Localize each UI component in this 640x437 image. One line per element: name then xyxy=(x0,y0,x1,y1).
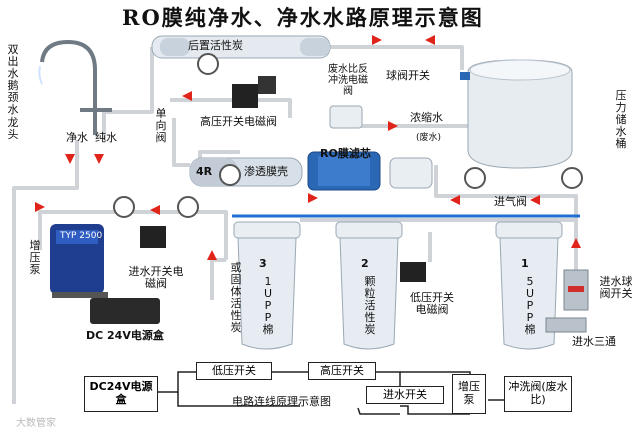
pipe-post-carbon-to-faucet xyxy=(102,47,154,140)
pipe-hp-valve xyxy=(170,98,292,118)
circuit-high-pressure-switch: 高压开关 xyxy=(308,362,376,380)
flow-arrow-icon xyxy=(150,205,160,215)
pressure-tank xyxy=(460,59,573,169)
booster-pump xyxy=(50,224,108,298)
hp-switch-valve xyxy=(232,76,276,108)
waste-note-label: (废水) xyxy=(416,133,442,143)
pipe-membrane-right xyxy=(434,165,578,270)
flow-arrow-icon xyxy=(372,35,382,45)
gauge-icon xyxy=(464,167,486,189)
pump-brand-label: TYP 2500 xyxy=(60,231,103,241)
filter1-media-label: 5UPP棉 xyxy=(524,275,536,337)
filter-housing-1 xyxy=(495,221,563,350)
flow-arrow-icon xyxy=(94,154,104,164)
filter3-side-label: 或固体活性炭 xyxy=(230,261,242,335)
membrane-shell-label: 渗透膜壳 xyxy=(244,165,288,178)
hp-switch-valve-label: 高压开关电磁阀 xyxy=(200,115,277,128)
flow-arrow-icon xyxy=(207,250,217,260)
page-title: RO膜纯净水、净水水路原理示意图 xyxy=(122,5,484,30)
booster-pump-label: 增压泵 xyxy=(29,239,41,277)
dc-power-box xyxy=(90,298,160,324)
flow-arrow-icon xyxy=(308,193,318,203)
dc-box-label: DC 24V电源盒 xyxy=(86,329,164,342)
pressure-gauges xyxy=(113,53,583,218)
flow-arrow-icon xyxy=(35,202,45,212)
filter1-number: 1 xyxy=(521,257,529,270)
pipe-to-filter3 xyxy=(210,258,226,300)
pipe-faucet-left xyxy=(12,140,79,404)
inlet-switch-valve xyxy=(140,226,166,248)
gauge-icon xyxy=(197,53,219,75)
flow-arrow-icon xyxy=(388,121,398,131)
pipe-post-carbon-to-tank xyxy=(330,45,464,70)
waste-ratio-label: 废水比反冲洗电磁阀 xyxy=(328,64,368,97)
inlet-tee xyxy=(545,269,589,333)
waste-valve-body xyxy=(329,105,363,129)
membrane-num-label: 4R xyxy=(196,165,213,178)
flow-arrow-icon xyxy=(571,238,581,248)
watermark: 大数管家 xyxy=(16,418,56,429)
filter3-number: 3 xyxy=(259,257,267,270)
outlet-pure-left-label: 净水 xyxy=(66,131,88,144)
pressure-tank-label: 压力储水桶 xyxy=(615,89,627,151)
membrane-prefix: R xyxy=(203,165,213,178)
gauge-icon xyxy=(113,196,135,218)
ro-membrane-label: RO膜滤芯 xyxy=(320,147,371,160)
filter-housing-2 xyxy=(335,221,403,350)
ball-valve-label: 球阀开关 xyxy=(386,69,430,82)
filter2-number: 2 xyxy=(361,257,369,270)
circuit-power-box: DC24V电源盒 xyxy=(84,376,158,412)
flow-arrow-icon xyxy=(450,195,460,205)
post-carbon-filter xyxy=(151,35,331,59)
circuit-pump: 增压泵 xyxy=(452,374,486,414)
pipe-check-valve xyxy=(172,118,190,167)
gauge-icon xyxy=(177,196,199,218)
water-drop xyxy=(38,65,43,85)
inlet-switch-valve-label: 进水开关电磁阀 xyxy=(128,265,184,291)
check-valve-label: 单向阀 xyxy=(155,107,167,145)
flow-arrow-icon xyxy=(182,91,192,101)
gauge-icon xyxy=(561,167,583,189)
circuit-low-pressure-switch: 低压开关 xyxy=(196,362,272,380)
concentrate-label: 浓缩水 xyxy=(410,111,443,124)
circuit-flush-valve: 冲洗阀(废水比) xyxy=(504,376,572,412)
faucet xyxy=(40,39,112,135)
membrane-outlet-cap xyxy=(389,157,433,189)
lp-switch-valve xyxy=(400,262,426,282)
inlet-tee-label: 进水三通 xyxy=(572,335,616,348)
flow-arrows xyxy=(35,35,581,260)
inlet-ball-valve-label: 进水球阀开关 xyxy=(599,275,633,301)
circuit-inlet-switch: 进水开关 xyxy=(366,386,444,404)
circuit-title: 电路连线原理示意图 xyxy=(232,395,331,408)
membrane-number: 4 xyxy=(196,165,204,178)
inlet-valve-label: 进气阀 xyxy=(494,195,527,208)
filter3-media-label: 1UPP棉 xyxy=(262,275,274,337)
post-carbon-label: 后置活性炭 xyxy=(188,39,243,52)
flow-arrow-icon xyxy=(530,195,540,205)
gauge-icon xyxy=(219,164,241,186)
outlet-pure-right-label: 纯水 xyxy=(95,131,117,144)
faucet-label: 双出水鹅颈水龙头 xyxy=(7,43,19,141)
flow-arrow-icon xyxy=(65,154,75,164)
flow-arrow-icon xyxy=(425,35,435,45)
lp-switch-valve-label: 低压开关电磁阀 xyxy=(410,291,454,317)
filter2-media-label: 颗粒活性炭 xyxy=(364,275,376,337)
ro-membrane-cartridge xyxy=(307,151,381,191)
filter-housing-3 xyxy=(233,221,301,350)
